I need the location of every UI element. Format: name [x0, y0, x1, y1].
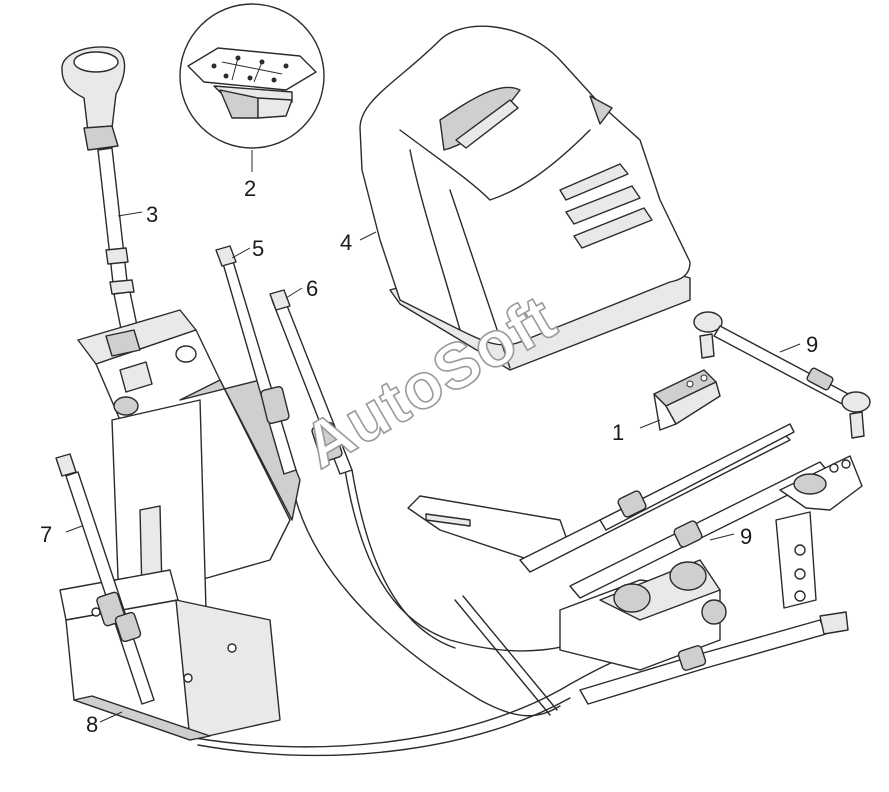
shift-pattern-plate-inset — [179, 3, 325, 149]
callout-1: 1 — [612, 420, 624, 445]
callout-labels: 1 2 3 4 5 6 7 8 9 9 — [40, 176, 818, 737]
callout-3: 3 — [146, 202, 158, 227]
callout-9-upper: 9 — [806, 332, 818, 357]
callout-7: 7 — [40, 522, 52, 547]
callout-4: 4 — [340, 230, 352, 255]
gear-lever — [61, 46, 141, 345]
callout-5: 5 — [252, 236, 264, 261]
callout-8: 8 — [86, 712, 98, 737]
linkage-rod-upper — [693, 311, 871, 439]
mounting-bracket — [653, 333, 721, 431]
callout-9-lower: 9 — [740, 524, 752, 549]
shift-cable-lower — [55, 453, 155, 705]
callout-leaders — [65, 150, 801, 723]
shifter-bracket — [59, 309, 301, 741]
callout-6: 6 — [306, 276, 318, 301]
gearbox-linkage-mechanism — [407, 423, 863, 705]
callout-2: 2 — [244, 176, 256, 201]
shift-cables-upper — [215, 245, 353, 475]
console-cover — [359, 25, 691, 371]
